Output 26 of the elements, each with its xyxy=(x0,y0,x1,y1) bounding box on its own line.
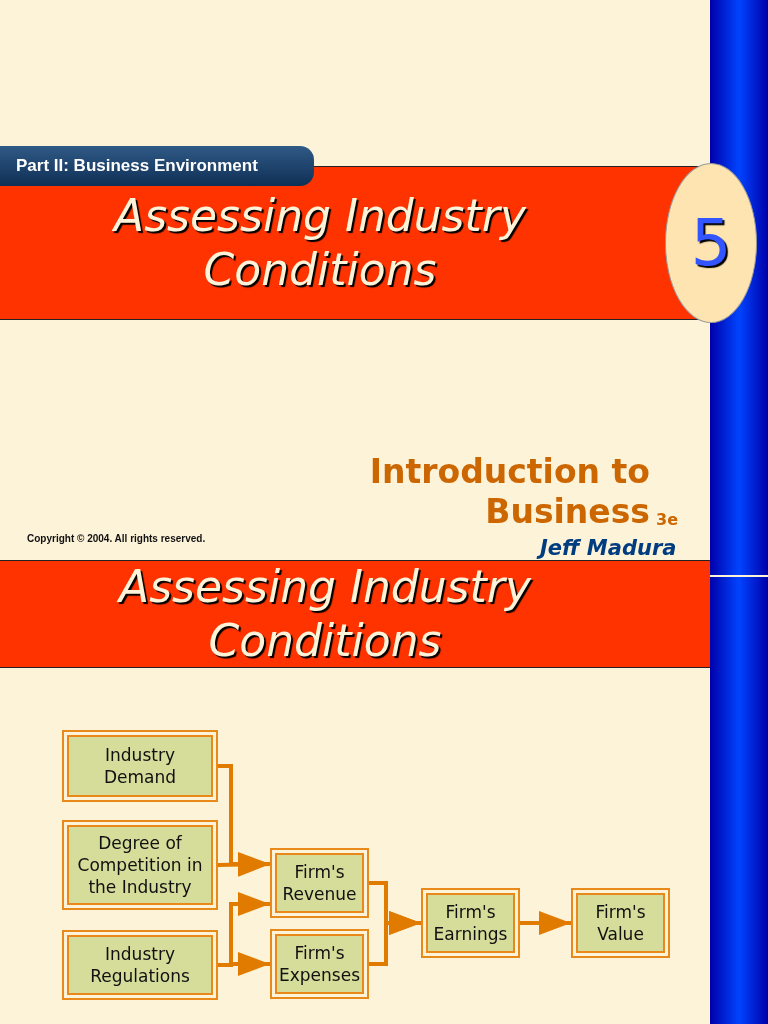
slide-title: Assessing Industry Conditions xyxy=(116,560,533,668)
box-label: Firm's Earnings xyxy=(432,901,509,945)
arrow xyxy=(520,911,571,935)
box-label: Firm's Value xyxy=(594,901,647,945)
arrow xyxy=(369,911,421,966)
title-banner xyxy=(0,560,710,668)
arrow xyxy=(217,852,271,877)
arrow xyxy=(218,952,270,976)
chapter-number: 5 xyxy=(690,206,732,280)
book-title: Introduction to Business xyxy=(368,452,650,532)
section-tab: Part II: Business Environment xyxy=(0,146,314,186)
box-label: Firm's Expenses xyxy=(279,942,360,986)
box-label: Industry Regulations xyxy=(89,943,191,987)
copyright-note: Copyright © 2004. All rights reserved. xyxy=(27,533,206,544)
result-box xyxy=(270,848,369,918)
result-box xyxy=(270,929,369,999)
result-box xyxy=(421,888,520,958)
factor-box xyxy=(62,930,218,1000)
edition-label: 3e xyxy=(656,510,678,529)
box-label: Firm's Revenue xyxy=(281,861,358,905)
factor-box xyxy=(62,820,218,910)
slide-title: Assessing Industry Conditions xyxy=(111,189,528,297)
factor-box xyxy=(62,730,218,802)
box-label: Degree of Competition in the Industry xyxy=(76,832,204,898)
result-box xyxy=(571,888,670,958)
box-label: Industry Demand xyxy=(102,744,178,788)
